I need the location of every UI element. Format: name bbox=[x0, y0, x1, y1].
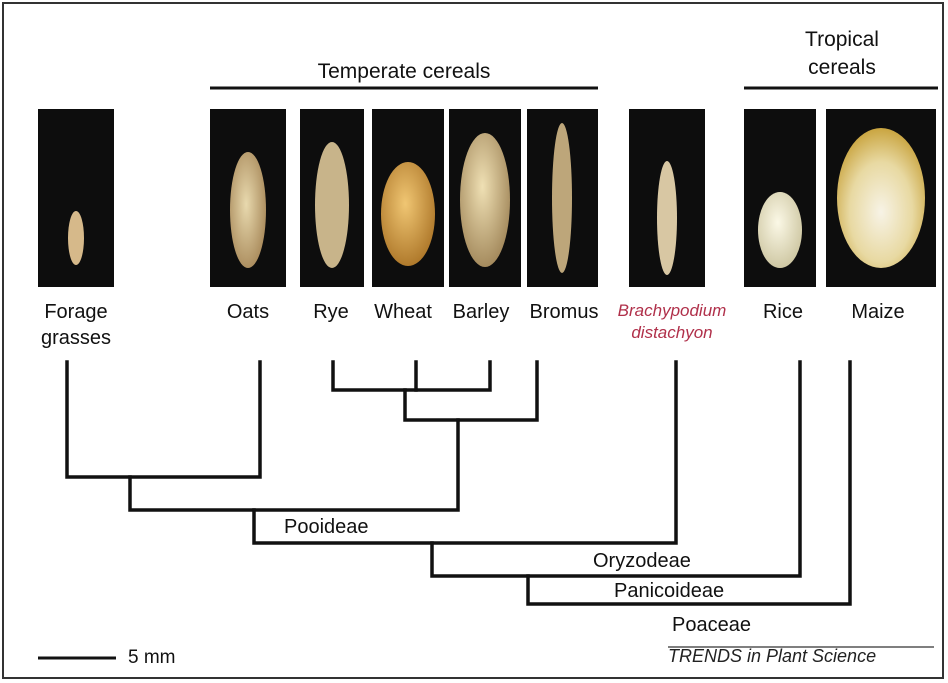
species-label-bromus: Bromus bbox=[530, 299, 599, 325]
species-label-line1: Forage bbox=[41, 299, 111, 325]
species-label-oats: Oats bbox=[227, 299, 269, 325]
seed-barley bbox=[460, 133, 510, 267]
scale-bar-label: 5 mm bbox=[128, 647, 176, 669]
species-label-wheat: Wheat bbox=[374, 299, 432, 325]
seed-rye bbox=[315, 142, 349, 268]
species-label-line1: Brachypodium bbox=[618, 300, 727, 322]
clade-label-panicoideae: Panicoideae bbox=[614, 580, 724, 603]
species-label-line2: grasses bbox=[41, 325, 111, 351]
seed-wheat bbox=[381, 162, 435, 266]
species-label-line2: distachyon bbox=[618, 322, 727, 344]
clade-label-poaceae: Poaceae bbox=[672, 614, 751, 637]
species-label-rice: Rice bbox=[763, 299, 803, 325]
seed-forage-grasses bbox=[68, 211, 84, 265]
species-label-maize: Maize bbox=[851, 299, 904, 325]
branch-rye-wheat-barley bbox=[333, 362, 490, 390]
species-label-rye: Rye bbox=[313, 299, 349, 325]
species-label-barley: Barley bbox=[453, 299, 510, 325]
seed-oats bbox=[230, 152, 266, 268]
species-label-brachypodium: Brachypodium distachyon bbox=[618, 300, 727, 344]
clade-label-oryzodeae: Oryzodeae bbox=[593, 550, 691, 573]
seed-rice bbox=[758, 192, 802, 268]
branch-forage-oats bbox=[67, 362, 260, 477]
phylogenetic-tree bbox=[67, 362, 850, 604]
credit-text: TRENDS in Plant Science bbox=[668, 646, 876, 667]
branch-pooideae-core bbox=[130, 420, 458, 510]
species-label-forage-grasses: Forage grasses bbox=[41, 299, 111, 351]
clade-label-pooideae: Pooideae bbox=[284, 516, 369, 539]
seed-brachypodium bbox=[657, 161, 677, 275]
seed-maize bbox=[837, 128, 925, 268]
seed-bromus bbox=[552, 123, 572, 273]
